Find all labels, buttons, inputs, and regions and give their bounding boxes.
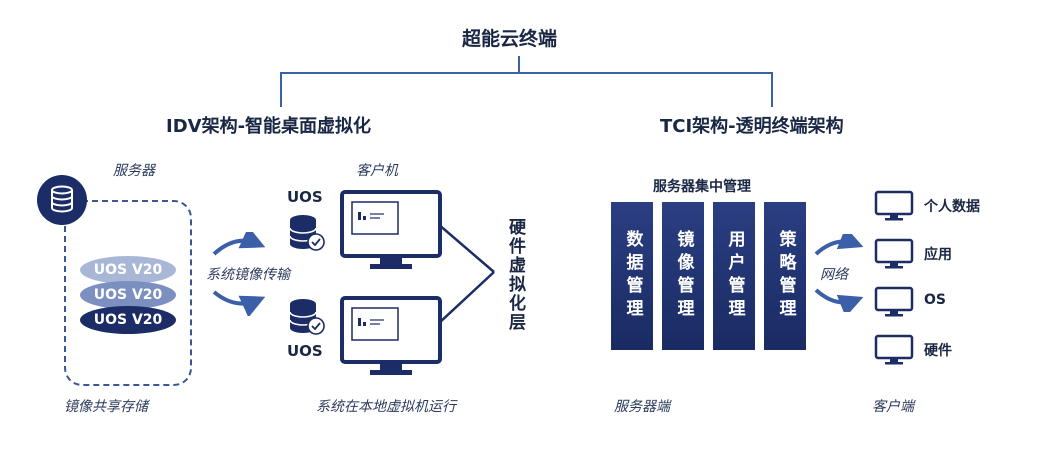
- client-monitor-icon-4: [874, 334, 914, 365]
- column-user-mgmt: 用户管理: [713, 202, 755, 350]
- uos-label-bottom: UOS: [287, 342, 323, 360]
- client-item-hardware: 硬件: [924, 343, 952, 359]
- client-side-caption: 客户端: [872, 399, 914, 415]
- run-caption: 系统在本地虚拟机运行: [316, 399, 456, 415]
- storage-caption: 镜像共享存储: [64, 399, 148, 415]
- client-monitor-icon-2: [874, 238, 914, 269]
- column-policy-mgmt: 策略管理: [764, 202, 806, 350]
- network-caption: 网络: [820, 267, 848, 283]
- uos-pill-3: UOS V20: [80, 306, 176, 334]
- client-item-os: OS: [924, 292, 946, 308]
- tci-title: TCI架构-透明终端架构: [660, 116, 844, 137]
- column-image-mgmt: 镜像管理: [662, 202, 704, 350]
- uos-database-icon-top: [289, 215, 325, 251]
- transfer-caption: 系统镜像传输: [206, 267, 290, 283]
- monitor-icon-bottom: [340, 296, 442, 375]
- hardware-virtualization-layer: 硬件虚拟化层: [505, 218, 525, 332]
- client-monitor-icon-3: [874, 286, 914, 317]
- hw-layer-connector: [438, 223, 495, 325]
- idv-title: IDV架构-智能桌面虚拟化: [166, 116, 372, 137]
- server-side-caption: 服务器端: [614, 399, 670, 415]
- client-monitor-icon-1: [874, 190, 914, 221]
- server-mgmt-caption: 服务器集中管理: [653, 179, 751, 195]
- diagram-title: 超能云终端: [462, 28, 558, 50]
- uos-database-icon-bottom: [289, 299, 325, 335]
- monitor-icon-top: [340, 190, 442, 269]
- network-arrows-icon: [814, 234, 864, 312]
- uos-pill-2: UOS V20: [80, 281, 176, 309]
- client-item-personal-data: 个人数据: [924, 199, 980, 215]
- client-item-app: 应用: [924, 247, 952, 263]
- transfer-arrows-icon: [212, 232, 266, 316]
- database-server-icon: [37, 175, 87, 225]
- uos-pill-1: UOS V20: [80, 256, 176, 284]
- uos-label-top: UOS: [287, 188, 323, 206]
- client-caption: 客户机: [356, 163, 398, 179]
- storage-box: [64, 200, 192, 386]
- column-data-mgmt: 数据管理: [611, 202, 653, 350]
- server-caption: 服务器: [113, 163, 155, 179]
